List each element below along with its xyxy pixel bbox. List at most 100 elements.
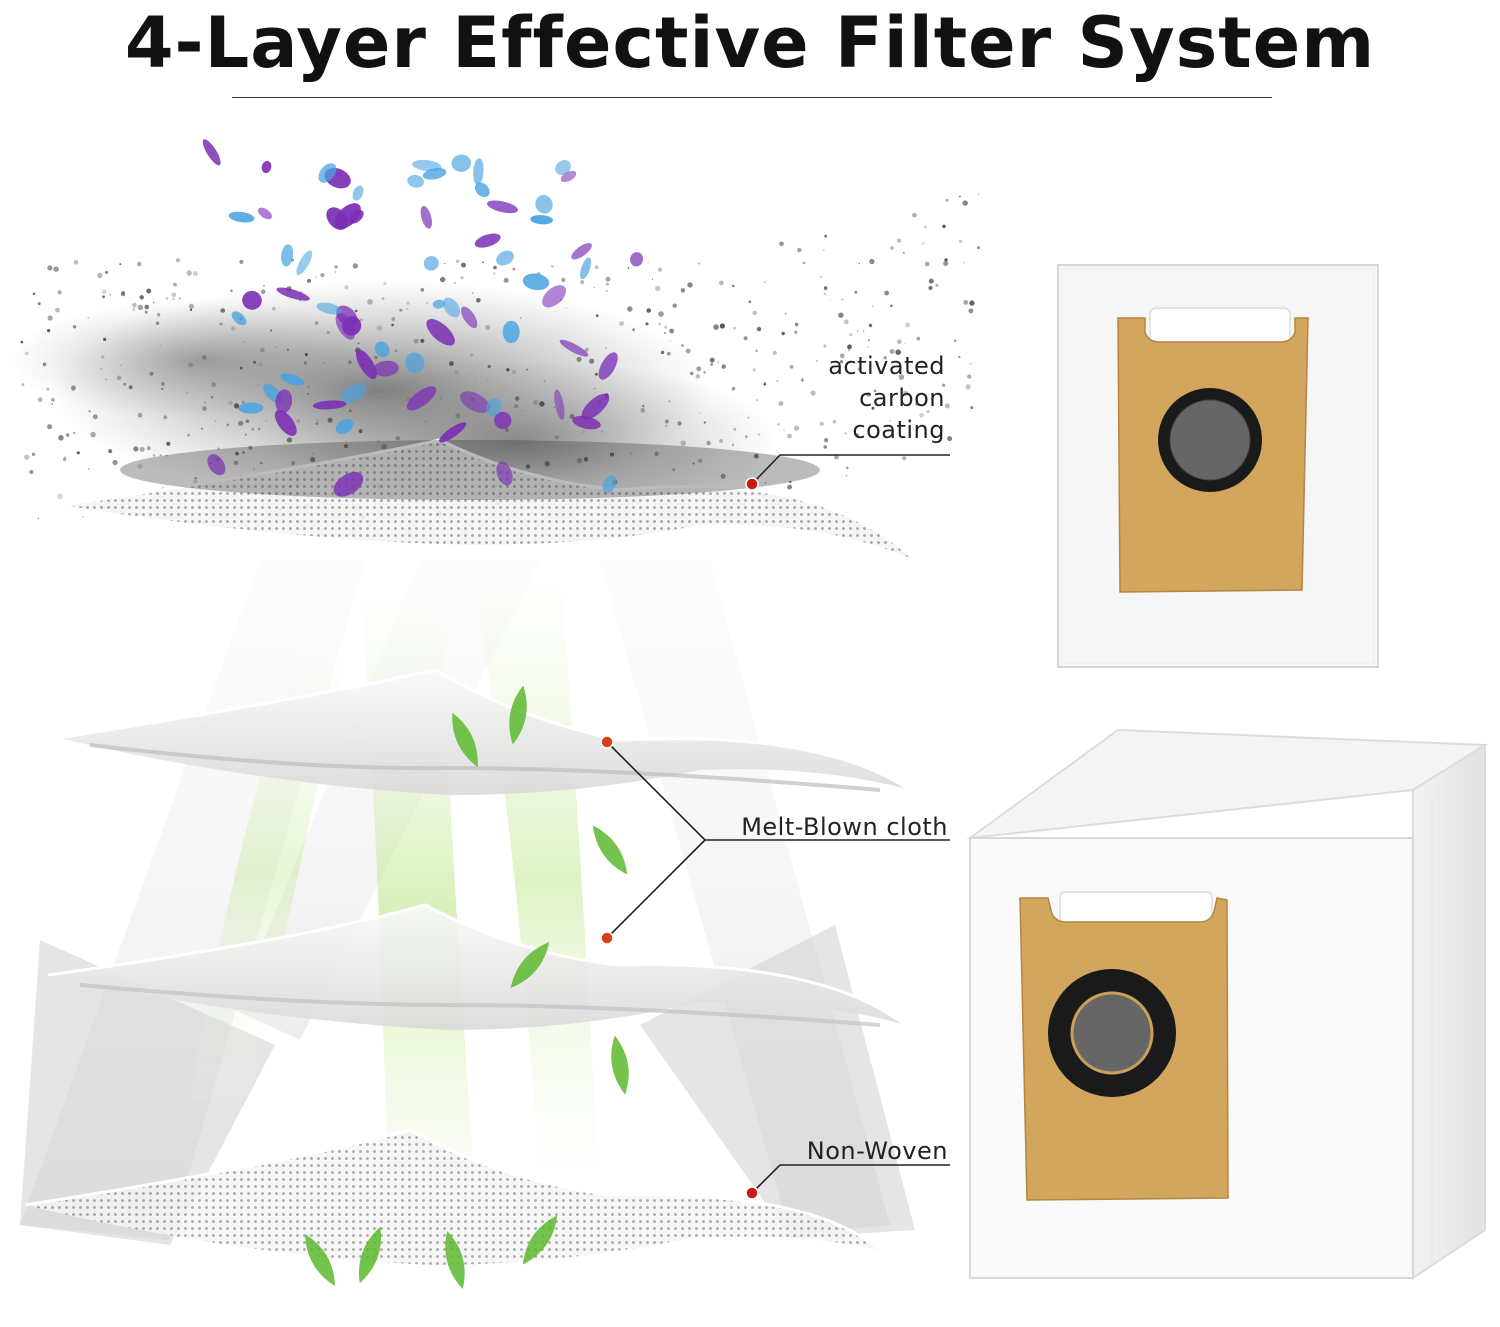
dust-speck [935, 283, 939, 287]
purple-particle [438, 422, 467, 443]
dust-speck [944, 258, 948, 262]
dust-speck [47, 265, 53, 271]
dust-speck [958, 356, 961, 359]
dust-speck [962, 200, 968, 206]
dust-speck [642, 404, 645, 408]
dust-speck [664, 419, 670, 424]
dust-speck [839, 353, 845, 359]
dust-speck [764, 481, 767, 484]
dust-speck [664, 332, 666, 334]
dust-speck [794, 330, 798, 334]
dust-speck [889, 349, 895, 354]
leaf [359, 1226, 381, 1284]
dust-speck [680, 288, 686, 293]
dust-speck [42, 362, 47, 367]
blue-particle [496, 250, 514, 266]
dust-speck [669, 340, 672, 342]
leader-meltblown-lower [606, 839, 706, 939]
dust-speck [593, 286, 595, 289]
dust-speck [660, 350, 665, 355]
dust-speck [116, 375, 122, 381]
dust-speck [539, 401, 545, 407]
dust-speck [866, 392, 871, 397]
dust-speck [669, 328, 674, 334]
dust-speck [72, 325, 77, 329]
dust-speck [258, 427, 261, 431]
dust-speck [230, 289, 233, 292]
dust-speck [866, 405, 868, 407]
dust-speck [871, 305, 874, 308]
purple-particle [276, 287, 310, 301]
dust-speck [752, 368, 756, 372]
purple-particle [349, 210, 364, 224]
dust-speck [902, 251, 905, 254]
blue-particle [238, 402, 264, 414]
dust-speck [165, 297, 169, 300]
dot-meltblown-lower [600, 931, 614, 945]
dust-speck [514, 404, 519, 409]
dust-speck [376, 396, 379, 399]
dust-speck [797, 247, 802, 253]
dust-speck [605, 276, 611, 282]
dust-speck [658, 311, 664, 317]
purple-particle [560, 170, 577, 183]
dust-speck [200, 427, 204, 430]
purple-particle [312, 400, 347, 410]
dust-speck [29, 470, 34, 474]
dust-speck [72, 389, 74, 392]
dust-speck [20, 340, 24, 344]
dust-speck [176, 258, 180, 263]
dust-speck [651, 278, 654, 280]
dust-speck [214, 420, 217, 423]
dust-speck [248, 445, 253, 450]
dust-speck [105, 378, 108, 381]
leaf [452, 712, 478, 768]
dust-speck [391, 323, 394, 327]
layer-carbon-sheet [61, 438, 917, 562]
dust-speck [461, 262, 466, 268]
blue-particle [451, 154, 472, 172]
dust-speck [159, 454, 162, 457]
blue-particle [352, 185, 364, 201]
dust-speck [926, 366, 928, 368]
title-underline [232, 97, 1272, 98]
dust-speck [752, 310, 757, 316]
purple-particle [494, 411, 512, 430]
dust-speck [202, 355, 207, 360]
dust-speck [55, 307, 60, 313]
dust-speck [133, 446, 139, 452]
dust-speck [286, 348, 289, 351]
dust-speck [942, 224, 946, 228]
dust-speck [526, 368, 528, 371]
dust-bag-box [966, 728, 1489, 1280]
dust-speck [327, 417, 333, 423]
dust-speck [849, 333, 853, 337]
dust-speck [610, 452, 614, 457]
dust-speck [630, 452, 633, 455]
dust-speck [242, 451, 245, 454]
dust-speck [703, 371, 706, 374]
dust-speck [367, 419, 370, 421]
dust-speck [310, 457, 316, 463]
purple-particle [571, 243, 592, 260]
dust-speck [755, 349, 758, 352]
dust-speck [867, 346, 869, 348]
dust-speck [647, 261, 649, 263]
blue-particle [555, 160, 571, 175]
dust-speck [943, 260, 949, 266]
dust-speck [916, 336, 921, 341]
dust-speck [472, 292, 474, 294]
dust-speck [239, 366, 243, 370]
dust-speck [672, 303, 677, 308]
dust-speck [844, 432, 847, 435]
purple-particle [542, 285, 567, 308]
dust-speck [772, 350, 777, 355]
dust-speck [719, 280, 724, 286]
dust-speck [474, 376, 476, 378]
purple-particle [355, 349, 377, 380]
dust-speck [731, 443, 735, 446]
dust-speck [747, 416, 750, 419]
dust-speck [238, 420, 244, 426]
dust-speck [763, 281, 766, 284]
purple-particle [496, 461, 513, 486]
